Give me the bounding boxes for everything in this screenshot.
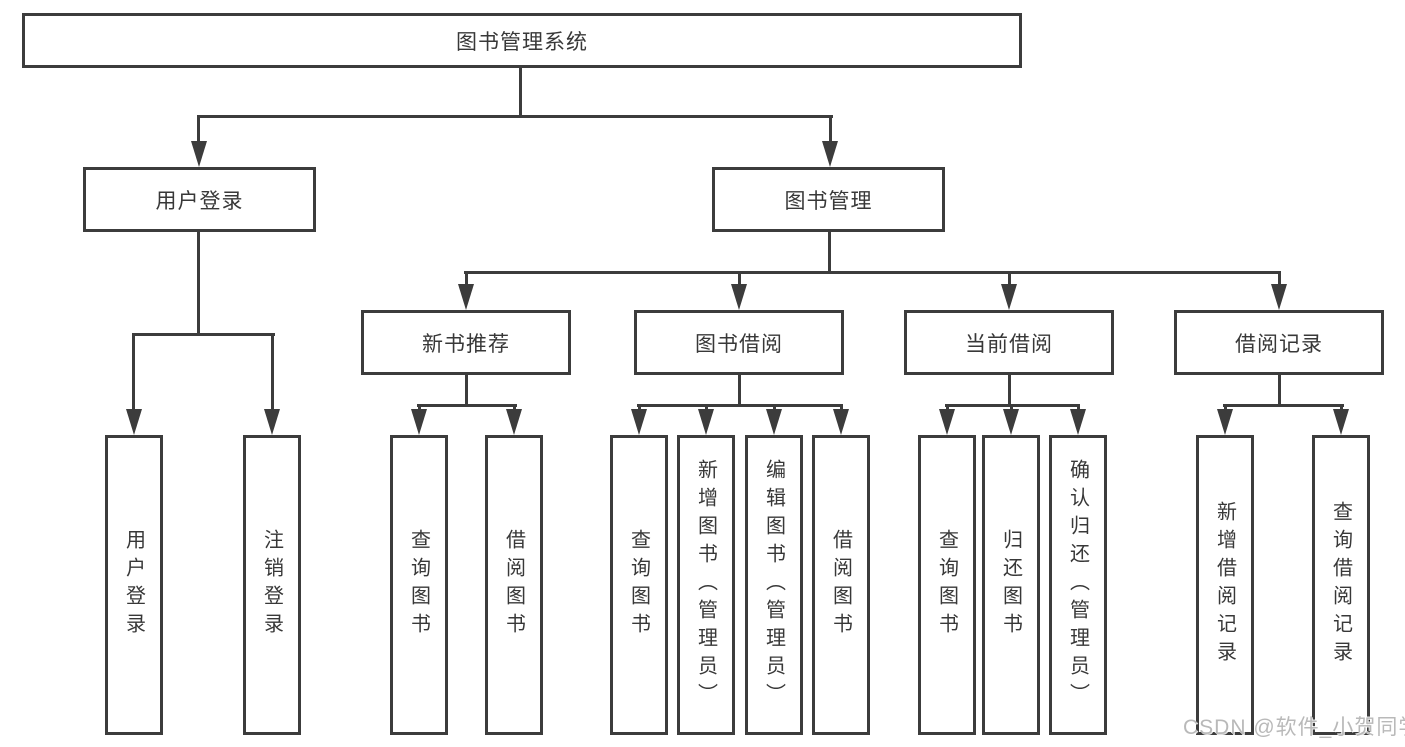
leaf-query-borrow-record-label: 查询借阅记录 <box>1329 501 1352 669</box>
leaf-edit-books-admin: 编辑图书（管理员） <box>745 435 803 735</box>
connector-line <box>1340 404 1343 411</box>
node-current-borrowing: 当前借阅 <box>904 310 1114 375</box>
connector-line <box>829 115 832 145</box>
connector-line <box>464 271 1281 274</box>
leaf-borrow-books-label: 借阅图书 <box>829 529 852 641</box>
arrow-down <box>631 409 647 435</box>
connector-line <box>705 404 708 411</box>
arrow-down <box>1271 284 1287 310</box>
connector-line <box>132 333 275 336</box>
connector-line <box>197 232 200 335</box>
arrow-down <box>766 409 782 435</box>
arrow-down <box>458 284 474 310</box>
arrow-down <box>833 409 849 435</box>
connector-line <box>773 404 776 411</box>
node-book-management-label: 图书管理 <box>784 189 873 213</box>
leaf-return-books: 归还图书 <box>982 435 1040 735</box>
leaf-edit-books-admin-label: 编辑图书（管理员） <box>762 459 785 711</box>
leaf-confirm-return-admin-label: 确认归还（管理员） <box>1066 459 1089 711</box>
node-current-borrowing-label: 当前借阅 <box>965 332 1053 356</box>
leaf-add-books-admin: 新增图书（管理员） <box>677 435 735 735</box>
connector-line <box>1077 404 1080 411</box>
node-borrow-records-label: 借阅记录 <box>1235 332 1323 356</box>
connector-line <box>1008 271 1011 287</box>
leaf-logout-label: 注销登录 <box>260 529 283 641</box>
leaf-add-borrow-record: 新增借阅记录 <box>1196 435 1254 735</box>
node-user-login: 用户登录 <box>83 167 316 232</box>
connector-line <box>1278 375 1281 407</box>
leaf-query-books-borrowing-label: 查询图书 <box>627 529 650 641</box>
arrow-down <box>411 409 427 435</box>
arrow-down <box>264 409 280 435</box>
connector-line <box>828 232 831 274</box>
node-root: 图书管理系统 <box>22 13 1022 68</box>
connector-line <box>132 333 135 411</box>
node-borrow-records: 借阅记录 <box>1174 310 1384 375</box>
node-root-label: 图书管理系统 <box>456 30 588 54</box>
connector-line <box>946 404 949 411</box>
connector-line <box>1010 404 1013 411</box>
leaf-borrow-books-recommend-label: 借阅图书 <box>502 529 525 641</box>
connector-line <box>1224 404 1227 411</box>
connector-line <box>271 333 274 411</box>
connector-line <box>1278 271 1281 287</box>
leaf-borrow-books-recommend: 借阅图书 <box>485 435 543 735</box>
arrow-down <box>506 409 522 435</box>
leaf-query-books-recommend: 查询图书 <box>390 435 448 735</box>
connector-line <box>513 404 516 411</box>
leaf-query-borrow-record: 查询借阅记录 <box>1312 435 1370 735</box>
arrow-down <box>1003 409 1019 435</box>
connector-line <box>197 115 833 118</box>
node-book-management: 图书管理 <box>712 167 945 232</box>
leaf-logout: 注销登录 <box>243 435 301 735</box>
connector-line <box>465 271 468 287</box>
connector-line <box>465 375 468 407</box>
arrow-down <box>126 409 142 435</box>
node-new-book-recommend-label: 新书推荐 <box>422 332 510 356</box>
leaf-query-books-recommend-label: 查询图书 <box>407 529 430 641</box>
node-user-login-label: 用户登录 <box>155 189 244 213</box>
connector-line <box>519 67 522 117</box>
arrow-down <box>698 409 714 435</box>
connector-line <box>638 404 641 411</box>
connector-line <box>738 271 741 287</box>
node-book-borrowing-label: 图书借阅 <box>695 332 783 356</box>
connector-line <box>197 115 200 145</box>
node-new-book-recommend: 新书推荐 <box>361 310 571 375</box>
arrow-down <box>1070 409 1086 435</box>
connector-line <box>637 404 843 407</box>
leaf-query-books-current-label: 查询图书 <box>935 529 958 641</box>
leaf-query-books-borrowing: 查询图书 <box>610 435 668 735</box>
connector-line <box>840 404 843 411</box>
arrow-down <box>1333 409 1349 435</box>
leaf-return-books-label: 归还图书 <box>999 529 1022 641</box>
arrow-down <box>1001 284 1017 310</box>
leaf-user-login-label: 用户登录 <box>122 529 145 641</box>
leaf-user-login: 用户登录 <box>105 435 163 735</box>
arrow-down <box>939 409 955 435</box>
node-book-borrowing: 图书借阅 <box>634 310 844 375</box>
leaf-add-books-admin-label: 新增图书（管理员） <box>694 459 717 711</box>
csdn-watermark: CSDN @软件_小贺同学 <box>1183 716 1405 739</box>
leaf-query-books-current: 查询图书 <box>918 435 976 735</box>
leaf-add-borrow-record-label: 新增借阅记录 <box>1213 501 1236 669</box>
connector-line <box>1008 375 1011 407</box>
connector-line <box>417 404 517 407</box>
connector-line <box>738 375 741 407</box>
arrow-down <box>1217 409 1233 435</box>
arrow-down <box>191 141 207 167</box>
arrow-down <box>731 284 747 310</box>
arrow-down <box>822 141 838 167</box>
leaf-confirm-return-admin: 确认归还（管理员） <box>1049 435 1107 735</box>
connector-line <box>418 404 421 411</box>
leaf-borrow-books: 借阅图书 <box>812 435 870 735</box>
connector-line <box>1223 404 1344 407</box>
